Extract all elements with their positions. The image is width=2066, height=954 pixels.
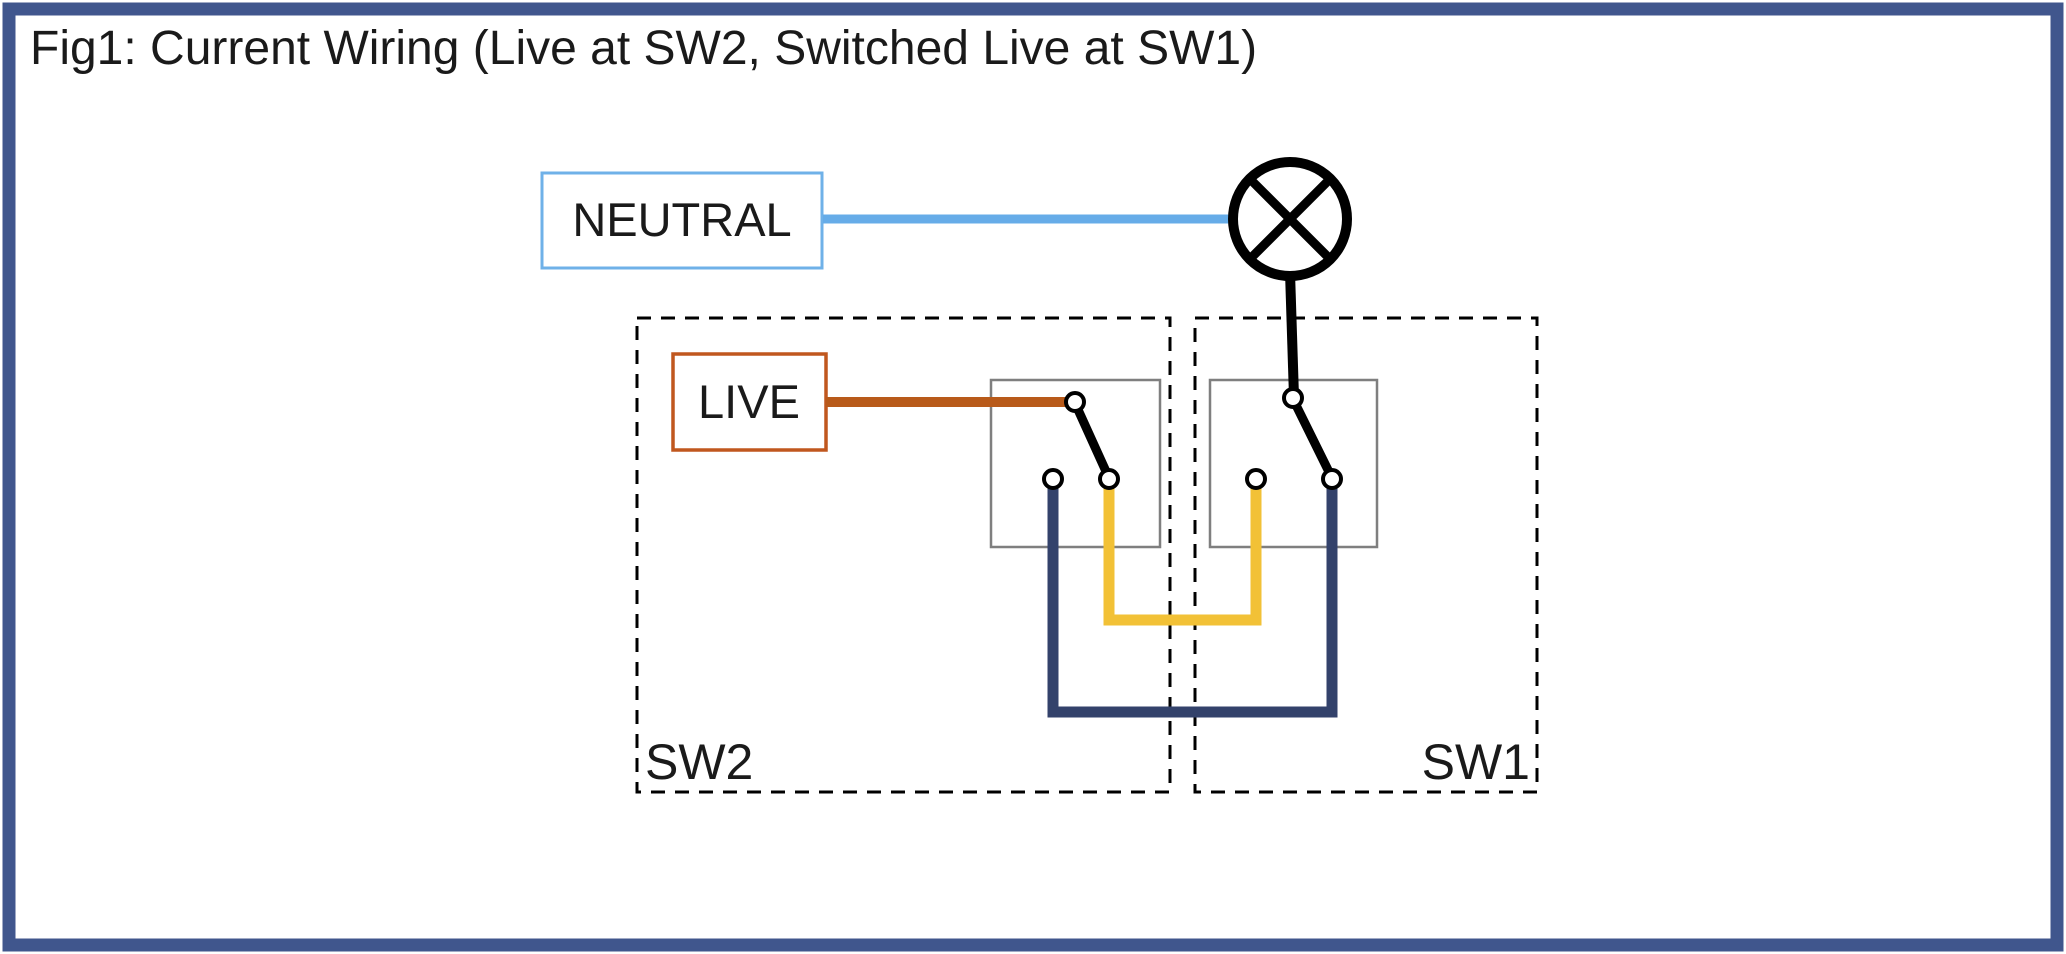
sw2-common-terminal: [1064, 391, 1086, 413]
sw2-terminal-l1: [1042, 468, 1064, 490]
live-node-label: LIVE: [698, 375, 800, 428]
neutral-node-label: NEUTRAL: [572, 193, 791, 246]
sw2-enclosure-dashed-box: [635, 316, 1172, 794]
sw1-enclosure-label: SW1: [1422, 734, 1530, 790]
sw1-terminal-l2: [1321, 468, 1343, 490]
sw1-enclosure-dashed-box: [1193, 316, 1539, 794]
sw2-switch-lever: [1070, 398, 1114, 483]
switched-live-wire: [1285, 271, 1299, 398]
lamp-cross-line-2: [1246, 175, 1334, 263]
lamp-icon: [1228, 157, 1352, 281]
traveler-wire-navy: [1047, 482, 1338, 718]
neutral-node-box: [540, 171, 824, 270]
sw2-enclosure-label: SW2: [645, 734, 753, 790]
live-node-box: [671, 352, 828, 452]
figure-title: Fig1: Current Wiring (Live at SW2, Switc…: [30, 22, 1257, 75]
sw2-terminal-l2: [1098, 468, 1120, 490]
sw1-common-terminal: [1282, 387, 1304, 409]
sw1-terminal-l1: [1245, 468, 1267, 490]
traveler-wire-yellow: [1103, 482, 1262, 626]
sw1-switch-lever: [1288, 394, 1337, 483]
